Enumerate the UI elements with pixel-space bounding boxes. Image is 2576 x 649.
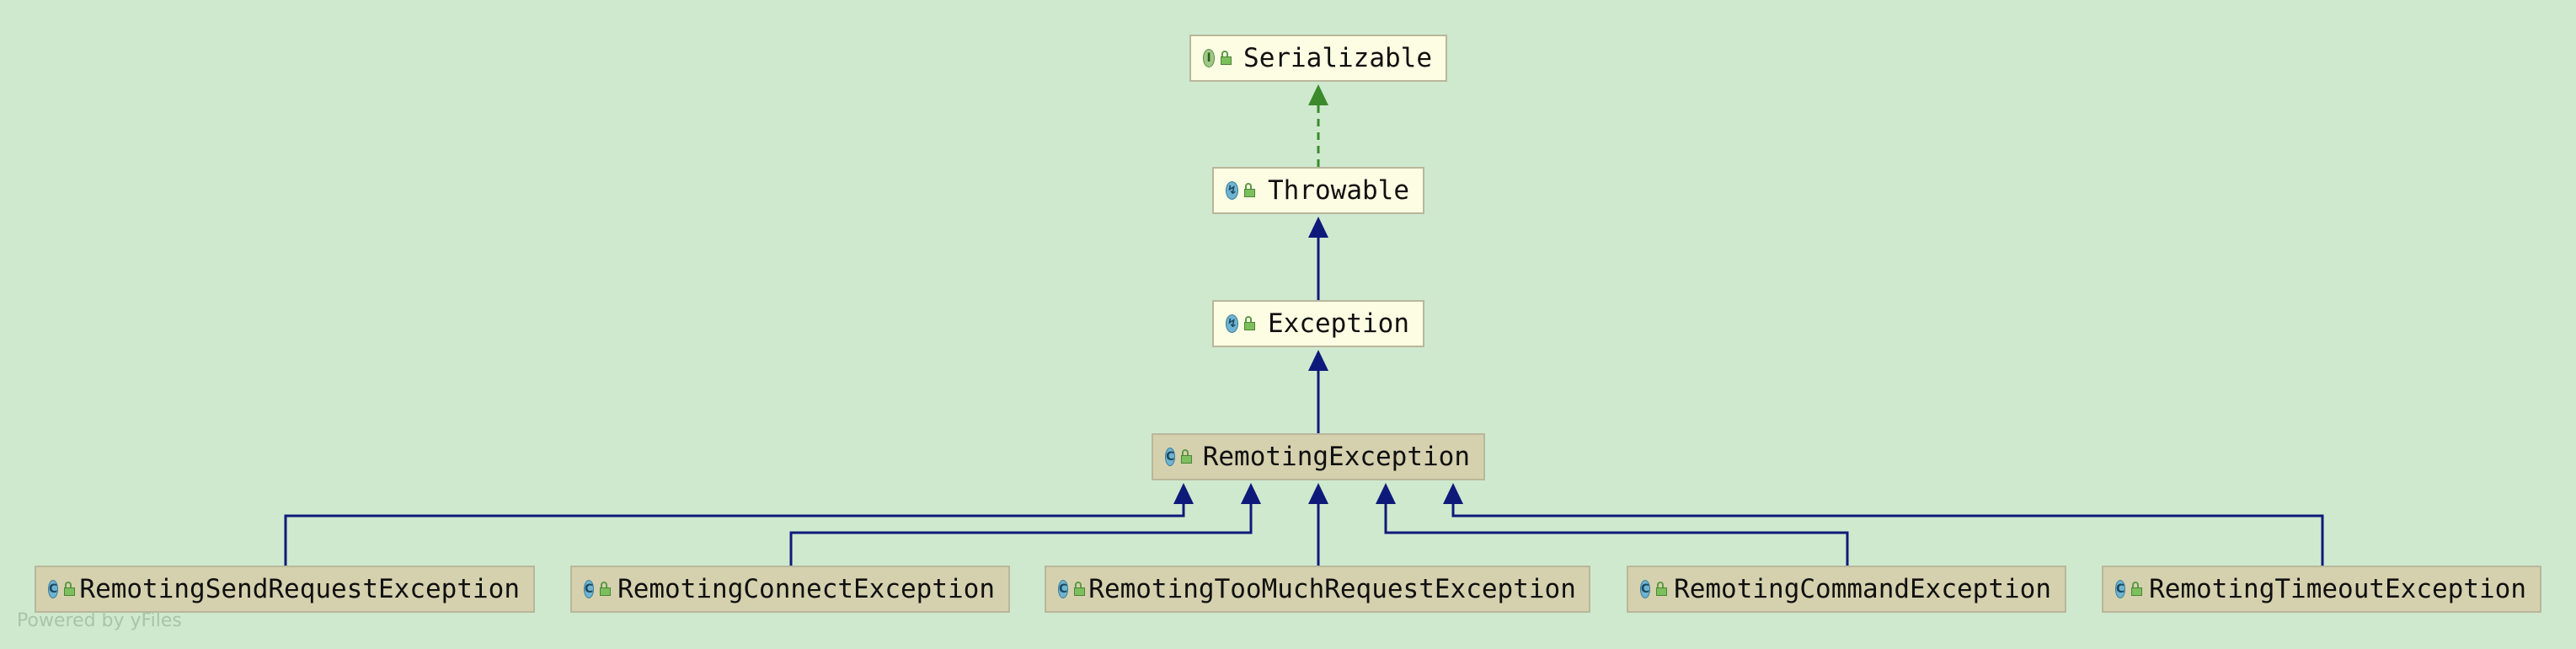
node-label: RemotingException [1202,442,1470,472]
public-lock-icon [1655,582,1668,597]
arrowhead-timeout [1443,483,1463,504]
arrowhead-too-much-request [1308,483,1328,504]
node-label: RemotingTimeoutException [2149,574,2526,604]
public-lock-icon [599,582,612,597]
node-label: Throwable [1268,175,1409,206]
arrowhead-command [1376,483,1396,504]
watermark: Powered by yFiles [17,610,182,631]
public-lock-icon [1243,183,1256,198]
class-icon: C [48,580,59,598]
throwable-class-icon: ↯ [1226,181,1239,200]
node-label: RemotingCommandException [1674,574,2051,604]
node-label: RemotingTooMuchRequestException [1088,574,1576,604]
arrowhead-throwable [1308,217,1328,238]
node-serializable[interactable]: I Serializable [1189,35,1447,82]
public-lock-icon [1220,51,1232,66]
node-label: Serializable [1243,43,1432,73]
edge-send-request-extends-remoting-exception [284,502,1185,566]
public-lock-icon [63,582,76,597]
class-icon: C [1165,448,1176,466]
node-remoting-send-request-exception[interactable]: C RemotingSendRequestException [35,566,535,613]
arrowhead-connect [1241,483,1261,504]
edge-timeout-extends-remoting-exception [1451,502,2324,566]
node-remoting-exception[interactable]: C RemotingException [1152,433,1485,480]
class-icon: C [1640,580,1651,598]
node-throwable[interactable]: ↯ Throwable [1212,167,1424,214]
node-remoting-too-much-request-exception[interactable]: C RemotingTooMuchRequestException [1045,566,1590,613]
interface-icon: I [1203,49,1216,67]
node-remoting-connect-exception[interactable]: C RemotingConnectException [570,566,1010,613]
public-lock-icon [2130,582,2143,597]
edge-connect-extends-remoting-exception [789,502,1253,566]
node-exception[interactable]: ↯ Exception [1212,300,1424,347]
node-label: RemotingSendRequestException [79,574,520,604]
node-remoting-command-exception[interactable]: C RemotingCommandException [1627,566,2066,613]
public-lock-icon [1243,316,1256,331]
node-remoting-timeout-exception[interactable]: C RemotingTimeoutException [2102,566,2541,613]
edge-command-extends-remoting-exception [1384,502,1849,566]
class-icon: C [2115,580,2126,598]
class-icon: C [1058,580,1069,598]
arrowhead-send-request [1173,483,1194,504]
class-icon: C [584,580,595,598]
arrowhead-serializable [1308,84,1328,105]
throwable-class-icon: ↯ [1226,314,1239,333]
arrowhead-exception [1308,350,1328,371]
public-lock-icon [1180,449,1193,464]
node-label: RemotingConnectException [617,574,995,604]
node-label: Exception [1268,308,1409,339]
